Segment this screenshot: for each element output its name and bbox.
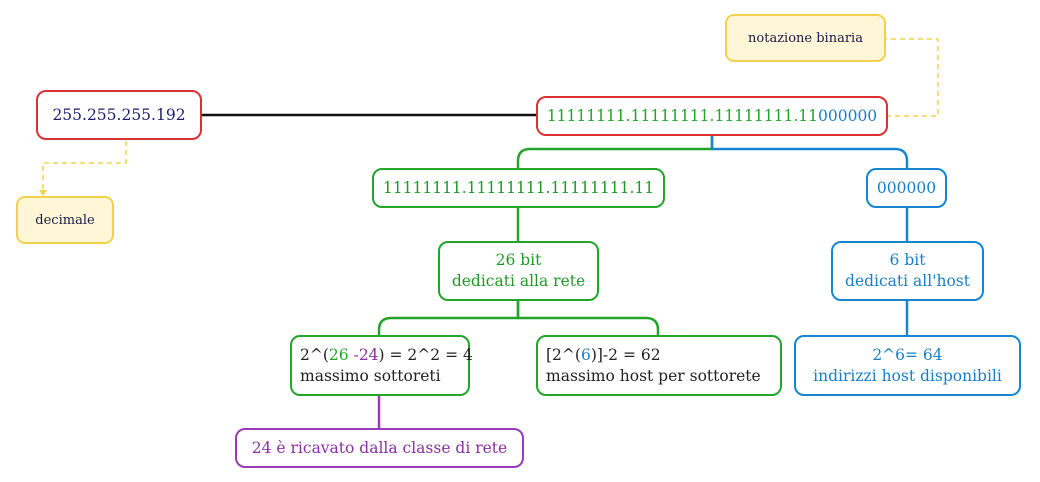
hosts-per-subnet-caption: massimo host per sottorete — [546, 366, 761, 385]
connector-network-hostcount — [516, 301, 660, 336]
available-hosts-node: 2^6= 64 indirizzi host disponibili — [794, 335, 1021, 396]
note-binary-text: notazione binaria — [748, 30, 863, 46]
note-binary: notazione binaria — [725, 14, 886, 62]
subnets-formula-suffix: ) = 2^2 = 4 — [378, 345, 473, 364]
network-bits-node: 11111111.11111111.11111111.11 — [372, 168, 665, 208]
subnets-formula-bits: 26 — [328, 345, 349, 364]
subnets-formula-prefix: 2^( — [300, 345, 329, 364]
class-note-node: 24 è ricavato dalla classe di rete — [235, 428, 524, 468]
host-bits-label-node: 6 bit dedicati all'host — [831, 241, 984, 301]
host-bits-text: 000000 — [876, 178, 937, 197]
connector-binary-host — [710, 132, 909, 170]
available-hosts-line1: 2^6= 64 — [872, 345, 943, 364]
note-decimal-text: decimale — [35, 212, 95, 228]
connector-note-decimal — [42, 141, 127, 194]
binary-network-part: 11111111.11111111.11111111.11 — [546, 106, 818, 125]
hosts-per-subnet-node: [2^(6)]-2 = 62 massimo host per sottoret… — [536, 335, 782, 396]
network-bits-text: 11111111.11111111.11111111.11 — [382, 178, 655, 197]
binary-host-part: 000000 — [818, 106, 878, 125]
hosts-formula-suffix: )]-2 = 62 — [590, 345, 661, 364]
host-bits-node: 000000 — [866, 168, 947, 208]
connector-note-binary — [886, 38, 939, 117]
network-bits-line1: 26 bit — [495, 251, 542, 269]
binary-mask-node: 11111111.11111111.11111111.11000000 — [536, 96, 888, 136]
hosts-per-subnet-formula: [2^(6)]-2 = 62 — [546, 345, 661, 366]
connector-binary-network — [516, 132, 714, 170]
note-decimal: decimale — [16, 196, 114, 244]
available-hosts-line2: indirizzi host disponibili — [813, 366, 1002, 385]
arrowhead-note-decimal — [39, 190, 47, 196]
hosts-formula-bits: 6 — [580, 345, 591, 364]
host-bits-line1: 6 bit — [889, 251, 926, 269]
network-bits-line2: dedicati alla rete — [451, 272, 586, 290]
decimal-mask-text: 255.255.255.192 — [52, 105, 186, 124]
subnets-formula: 2^(26 -24) = 2^2 = 4 — [300, 345, 473, 366]
decimal-mask-node: 255.255.255.192 — [36, 90, 202, 140]
binary-mask-text: 11111111.11111111.11111111.11000000 — [547, 106, 877, 127]
class-note-text: 24 è ricavato dalla classe di rete — [251, 438, 508, 457]
subnets-formula-class: -24 — [353, 345, 379, 364]
subnets-node: 2^(26 -24) = 2^2 = 4 massimo sottoreti — [290, 335, 473, 396]
network-bits-label-node: 26 bit dedicati alla rete — [438, 241, 599, 301]
hosts-formula-prefix: [2^( — [546, 345, 581, 364]
connector-network-subnets — [377, 301, 520, 336]
subnets-caption: massimo sottoreti — [300, 366, 441, 385]
host-bits-line2: dedicati all'host — [845, 272, 970, 290]
